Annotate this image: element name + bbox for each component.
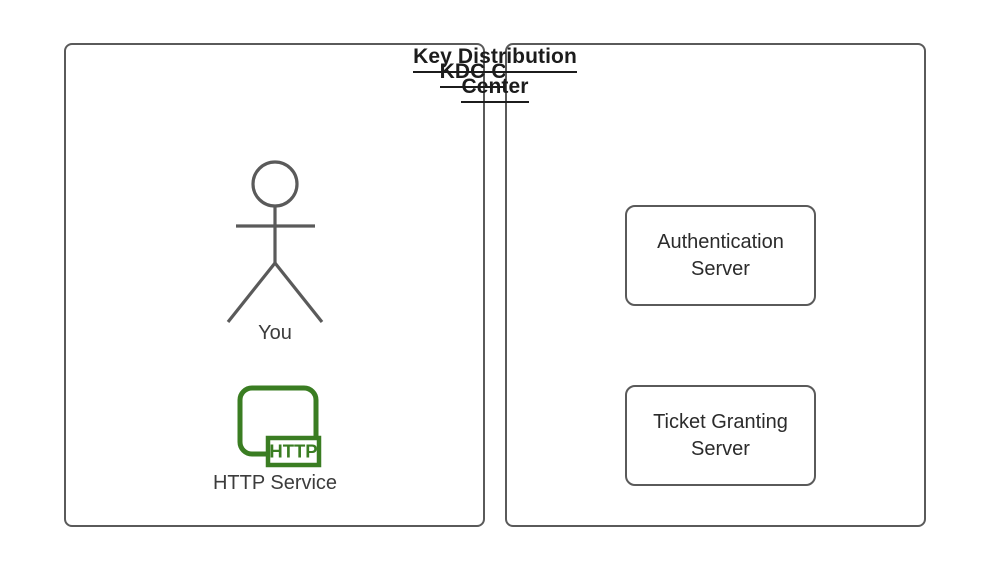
actor-label-you: You	[258, 322, 292, 344]
node-authentication-server[interactable]: Authentication Server	[625, 205, 816, 306]
stick-figure-actor-icon	[226, 160, 324, 323]
http-service-icon: HTTP	[237, 385, 322, 468]
node-label-line: Ticket Granting	[653, 410, 788, 433]
title-line: Center	[461, 73, 529, 103]
node-ticket-granting-server[interactable]: Ticket Granting Server	[625, 385, 816, 486]
node-label-line: Server	[691, 437, 750, 460]
panel-key-distribution-center-title: Key Distribution Center	[0, 43, 990, 103]
http-badge-text: HTTP	[269, 441, 317, 462]
title-line: Key Distribution	[413, 43, 577, 73]
node-label-http-service: HTTP Service	[212, 472, 338, 494]
node-label-line: Authentication	[657, 230, 784, 253]
node-label-line: Server	[691, 257, 750, 280]
